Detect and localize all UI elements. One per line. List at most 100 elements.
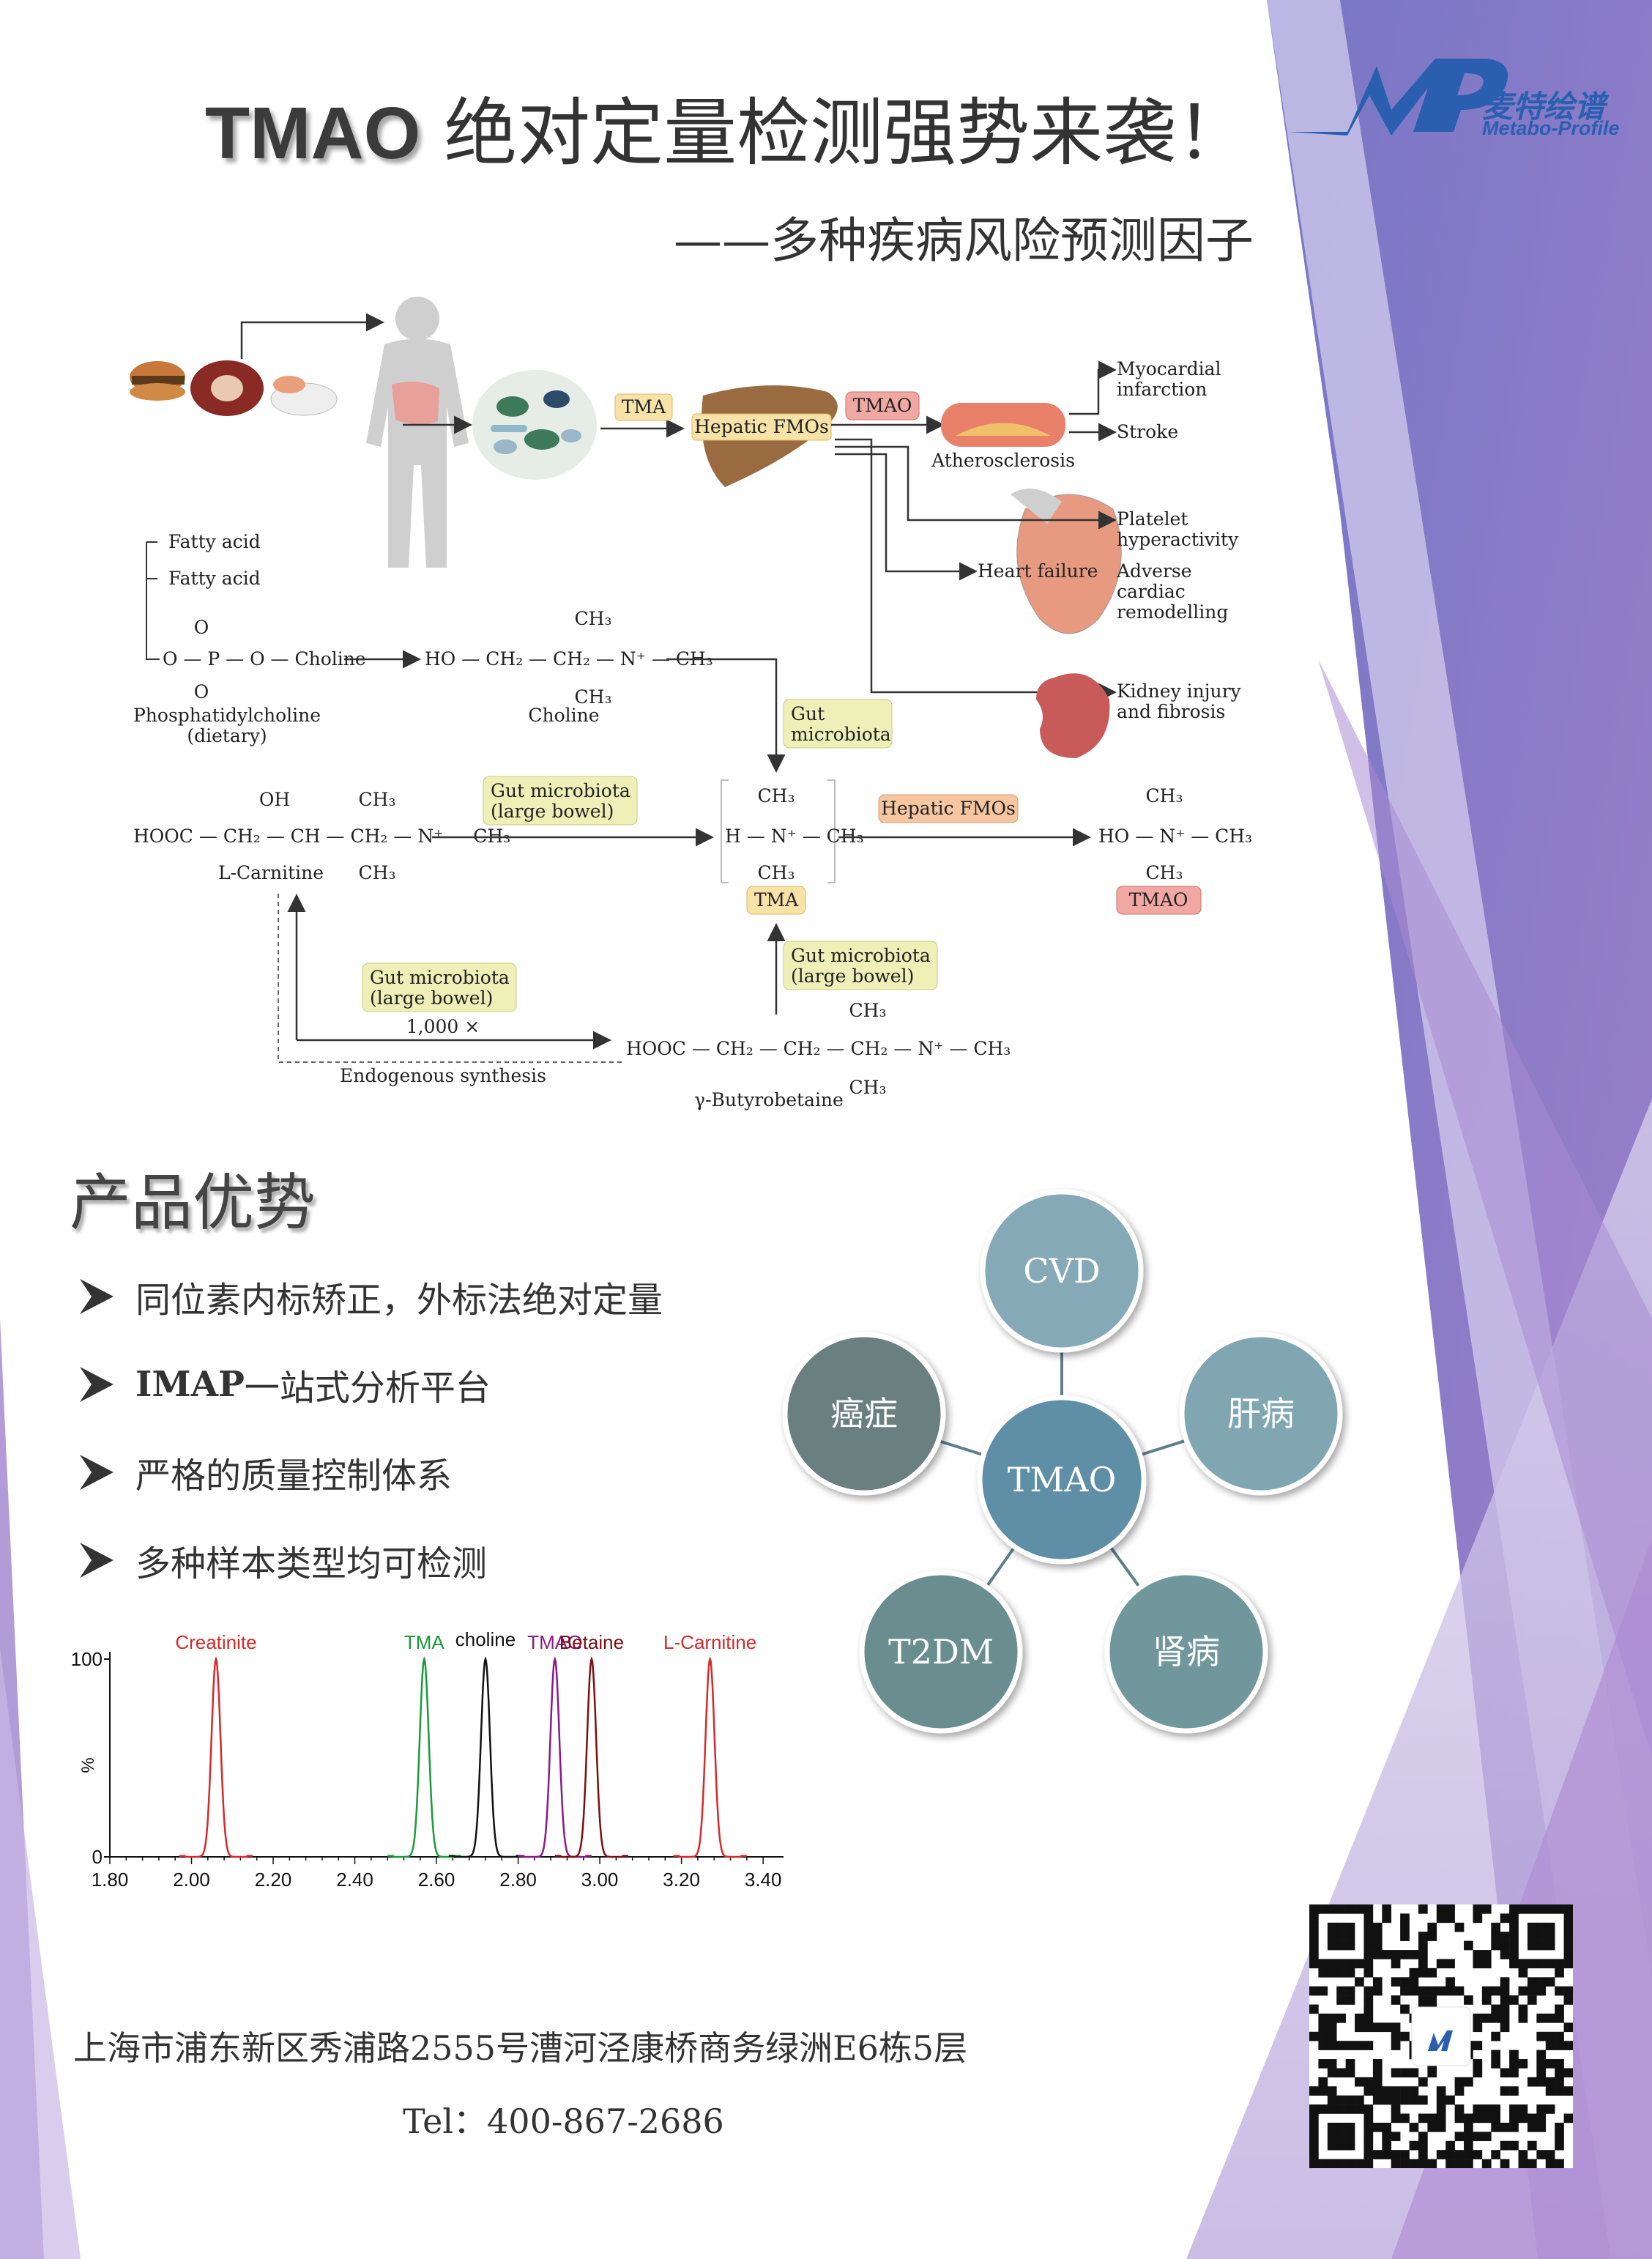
qr-module <box>1355 2013 1364 2023</box>
qr-module <box>1491 2004 1500 2014</box>
heart-failure-label: Heart failure <box>978 560 1098 582</box>
qr-module <box>1555 2086 1564 2096</box>
qr-module <box>1473 2132 1483 2142</box>
qr-module <box>1372 2068 1383 2078</box>
qr-module <box>1509 2086 1519 2096</box>
qr-module <box>1545 2041 1555 2050</box>
qr-module <box>1318 2022 1328 2033</box>
qr-module <box>1318 1904 1328 1914</box>
qr-module <box>1391 2095 1401 2105</box>
qr-module <box>1318 1986 1328 1996</box>
phos-o-bottom: O <box>194 681 209 702</box>
address-text: 上海市浦东新区秀浦路2555号漕河泾康桥商务绿洲E6栋5层 <box>73 2028 968 2068</box>
qr-module <box>1309 2159 1319 2168</box>
qr-module <box>1418 2132 1428 2142</box>
qr-module <box>1536 2077 1547 2087</box>
qr-module <box>1464 2140 1473 2151</box>
qr-module <box>1563 2113 1573 2123</box>
qr-module <box>1436 2104 1446 2114</box>
qr-module <box>1391 1977 1401 1987</box>
qr-module <box>1382 2086 1392 2096</box>
qr-module <box>1336 1986 1346 1996</box>
qr-module <box>1400 2159 1410 2168</box>
qr-module <box>1555 2004 1564 2014</box>
human-silhouette-icon <box>366 297 469 568</box>
qr-module <box>1491 2013 1500 2023</box>
qr-module <box>1391 1950 1401 1959</box>
cvd-node <box>980 1189 1144 1353</box>
qr-module <box>1446 1904 1455 1914</box>
qr-module <box>1382 2132 1392 2142</box>
qr-module <box>1545 2031 1555 2041</box>
qr-module <box>1409 2068 1419 2078</box>
qr-module <box>1336 2095 1346 2105</box>
qr-module <box>1500 2086 1510 2096</box>
qr-module <box>1327 2022 1337 2033</box>
tmao-center-node <box>977 1395 1147 1565</box>
qr-module <box>1436 2150 1446 2159</box>
qr-module <box>1518 2159 1528 2168</box>
qr-module <box>1446 1959 1455 1969</box>
qr-module <box>1473 1950 1483 1959</box>
qr-module <box>1327 1940 1337 1951</box>
tma-label: TMA <box>754 889 799 910</box>
qr-module <box>1427 2159 1437 2168</box>
qr-module <box>1409 1986 1419 1996</box>
qr-module <box>1481 1950 1492 1959</box>
qr-module <box>1473 1959 1483 1969</box>
qr-module <box>1427 2122 1437 2132</box>
choline-label: Choline <box>528 705 599 726</box>
qr-module <box>1418 1950 1428 1959</box>
qr-module <box>1509 2059 1519 2069</box>
qr-module <box>1545 2159 1555 2168</box>
qr-module <box>1563 2022 1573 2033</box>
qr-module <box>1555 1904 1564 1914</box>
qr-module <box>1436 2122 1446 2132</box>
qr-module <box>1545 1922 1555 1932</box>
qr-module <box>1363 1995 1374 2005</box>
fatty-acid-1: Fatty acid <box>168 531 261 552</box>
stroke-label: Stroke <box>1117 421 1178 442</box>
artery-icon <box>941 403 1065 447</box>
qr-module <box>1345 1932 1355 1941</box>
qr-module <box>1563 2086 1573 2096</box>
platelet-label-1: Platelet <box>1117 508 1188 530</box>
qr-module <box>1382 1950 1392 1959</box>
peak-label: L-Carnitine <box>663 1631 756 1653</box>
arrow-bullet-icon <box>80 1279 114 1314</box>
qr-module <box>1491 1986 1500 1996</box>
qr-module <box>1363 1950 1374 1959</box>
qr-module <box>1355 2104 1364 2114</box>
x-tick-label: 3.40 <box>745 1869 782 1891</box>
qr-module <box>1536 2068 1547 2078</box>
gut-large-bowel-1-line1: Gut microbiota <box>491 780 630 801</box>
qr-module <box>1500 1995 1510 2005</box>
qr-module <box>1545 2013 1555 2023</box>
qr-module <box>1309 1922 1319 1932</box>
logo-english-text: Metabo-Profile <box>1482 117 1620 139</box>
qr-module <box>1509 1932 1519 1941</box>
qr-module <box>1518 2004 1528 2014</box>
gut-large-bowel-2-line1: Gut microbiota <box>791 945 931 966</box>
qr-module <box>1536 1932 1547 1941</box>
qr-module <box>1509 2113 1519 2123</box>
qr-module <box>1454 2132 1465 2142</box>
qr-module <box>1400 1986 1410 1996</box>
advantage-text-4: 多种样本类型均可检测 <box>135 1543 488 1584</box>
fatty-acid-2: Fatty acid <box>168 568 261 589</box>
metabo-profile-logo-icon <box>1289 59 1508 136</box>
qr-module <box>1427 1922 1437 1932</box>
qr-module <box>1391 2068 1401 2078</box>
qr-module <box>1355 2041 1364 2050</box>
qr-module <box>1454 1986 1465 1996</box>
qr-module <box>1555 2159 1564 2168</box>
qr-module <box>1563 1922 1573 1932</box>
x-tick-label: 2.00 <box>173 1869 210 1891</box>
qr-module <box>1318 1959 1328 1969</box>
qr-module <box>1500 1940 1510 1951</box>
center-label: TMAO <box>1008 1460 1117 1499</box>
t2dm-label: T2DM <box>888 1632 994 1672</box>
qr-module <box>1391 2104 1401 2114</box>
